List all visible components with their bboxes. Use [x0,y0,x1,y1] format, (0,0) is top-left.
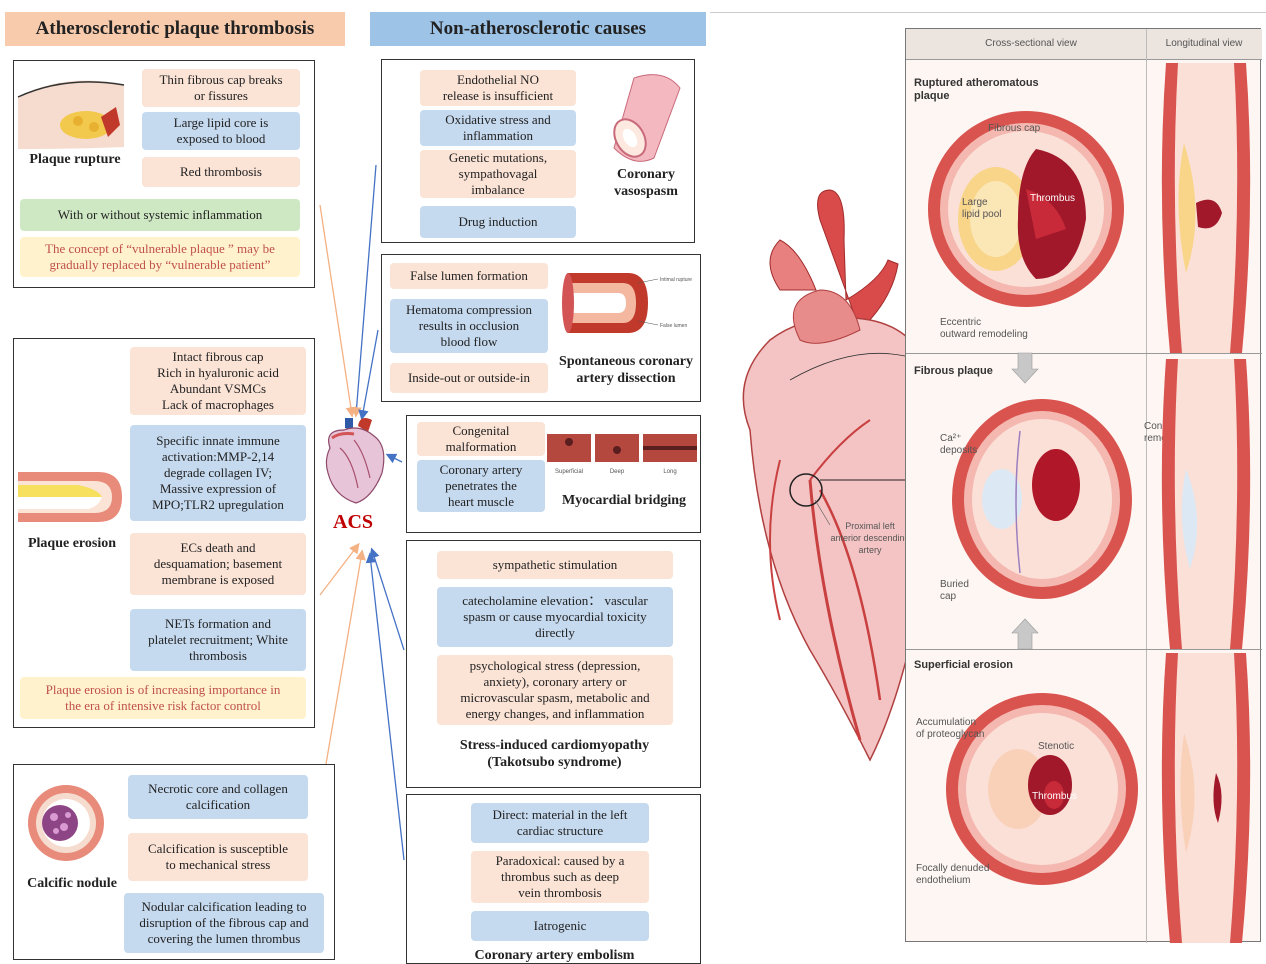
col-header-cross-sectional: Cross-sectional view [906,38,1156,50]
plaque-rupture-title: Plaque rupture [20,151,130,168]
panel-plaque-erosion: Plaque erosion Intact fibrous cap Rich i… [13,338,315,728]
bridging-label-long: Long [643,466,697,478]
dissection-box-inside-out: Inside-out or outside-in [390,363,548,393]
panel-coronary-vasospasm: Endothelial NO release is insufficient O… [381,59,695,243]
panel-calcific-nodule: Calcific nodule Necrotic core and collag… [13,764,335,960]
plaque-rupture-illustration [16,77,126,157]
embolism-box-iatrogenic: Iatrogenic [471,911,649,941]
embolism-title: Coronary artery embolism [407,947,702,964]
label-stenotic: Stenotic [1038,741,1074,753]
rupture-box-red-thrombosis: Red thrombosis [142,157,300,187]
label-large-lipid-pool: Large lipid pool [962,197,1001,221]
bridging-title: Myocardial bridging [549,492,699,509]
label-proteoglycan: Accumulation of proteoglycan [916,717,984,741]
plaque-erosion-title: Plaque erosion [16,535,128,552]
svg-text:False lumen: False lumen [660,323,687,329]
vasospasm-box-genetic: Genetic mutations, sympathovagal imbalan… [420,150,576,198]
bridging-box-penetrates: Coronary artery penetrates the heart mus… [417,460,545,512]
label-thrombus-3: Thrombus [1032,791,1077,803]
ruptured-longitudinal [1156,63,1256,353]
erosion-box-innate-immune: Specific innate immune activation:MMP-2,… [130,425,306,521]
row-title-erosion: Superficial erosion [914,659,1013,672]
takotsubo-title: Stress-induced cardiomyopathy (Takotsubo… [407,737,702,771]
nodule-box-mechanical-stress: Calcification is susceptible to mechanic… [128,833,308,881]
label-ca-deposits: Ca²⁺ deposits [940,433,977,457]
calcific-nodule-title: Calcific nodule [16,875,128,892]
acs-heart-icon [320,418,390,508]
right-figure-top-rule [710,12,1266,13]
dissection-box-hematoma: Hematoma compression results in occlusio… [390,299,548,353]
nodule-box-nodular-calcification: Nodular calcification leading to disrupt… [124,893,324,953]
nodule-box-necrotic-core: Necrotic core and collagen calcification [128,775,308,819]
heart-label-lad: Proximal left anterior descending artery [830,520,910,556]
fibrous-longitudinal [1156,359,1256,649]
rupture-vulnerable-note: The concept of “vulnerable plaque ” may … [20,237,300,277]
dissection-title: Spontaneous coronary artery dissection [550,353,702,387]
frame-row-divider-2 [906,649,1262,650]
vasospasm-vessel-illustration [604,68,684,168]
label-buried-cap: Buried cap [940,579,969,603]
panel-myocardial-bridging: Congenital malformation Coronary artery … [406,415,701,533]
svg-text:Intimal rupture: Intimal rupture [660,277,692,283]
dissection-box-false-lumen: False lumen formation [390,263,548,289]
panel-spontaneous-dissection: False lumen formation Hematoma compressi… [381,254,701,402]
erosion-importance-note: Plaque erosion is of increasing importan… [20,677,306,719]
vasospasm-box-oxidative: Oxidative stress and inflammation [420,110,576,146]
frame-column-divider [1146,29,1147,943]
rupture-box-thin-cap: Thin fibrous cap breaks or fissures [142,69,300,107]
label-eccentric-remodeling: Eccentric outward remodeling [940,317,1028,341]
plaque-erosion-illustration [18,467,122,527]
rupture-systemic-inflammation: With or without systemic inflammation [20,199,300,231]
label-fibrous-cap: Fibrous cap [988,123,1040,135]
acs-label: ACS [333,511,373,534]
calcific-nodule-illustration [26,783,106,863]
row-title-ruptured: Ruptured atheromatous plaque [914,77,1039,103]
vasospasm-box-no-release: Endothelial NO release is insufficient [420,70,576,106]
bridging-label-deep: Deep [595,466,639,478]
progression-arrows [1010,339,1040,669]
panel-embolism: Direct: material in the left cardiac str… [406,794,701,964]
embolism-box-paradoxical: Paradoxical: caused by a thrombus such a… [471,851,649,903]
dissection-vessel-illustration: Intimal rupture False lumen [558,263,698,343]
erosion-box-ecs-death: ECs death and desquamation; basement mem… [130,533,306,595]
fibrous-cross-section [942,395,1142,605]
panel-plaque-rupture: Plaque rupture Thin fibrous cap breaks o… [13,60,315,288]
frame-row-divider-1 [906,353,1262,354]
row-title-fibrous: Fibrous plaque [914,365,993,378]
embolism-box-direct: Direct: material in the left cardiac str… [471,803,649,843]
label-denuded-endothelium: Focally denuded endothelium [916,863,989,887]
erosion-box-intact-cap: Intact fibrous cap Rich in hyaluronic ac… [130,347,306,415]
vasospasm-box-drug: Drug induction [420,206,576,238]
vasospasm-title: Coronary vasospasm [598,166,694,200]
label-thrombus-1: Thrombus [1030,193,1075,205]
bridging-label-superficial: Superficial [547,466,591,478]
ruptured-cross-section [926,109,1126,309]
takotsubo-box-catecholamine: catecholamine elevation： vascular spasm … [437,587,673,647]
col-header-longitudinal: Longitudinal view [1146,38,1262,50]
erosion-longitudinal [1156,653,1256,943]
erosion-box-nets: NETs formation and platelet recruitment;… [130,609,306,671]
takotsubo-box-sympathetic: sympathetic stimulation [437,551,673,579]
bridging-box-congenital: Congenital malformation [417,422,545,456]
rupture-box-lipid-core: Large lipid core is exposed to blood [142,112,300,150]
panel-takotsubo: sympathetic stimulation catecholamine el… [406,540,701,788]
cross-section-frame: Cross-sectional view Longitudinal view R… [905,28,1261,942]
takotsubo-box-psychological: psychological stress (depression, anxiet… [437,655,673,725]
